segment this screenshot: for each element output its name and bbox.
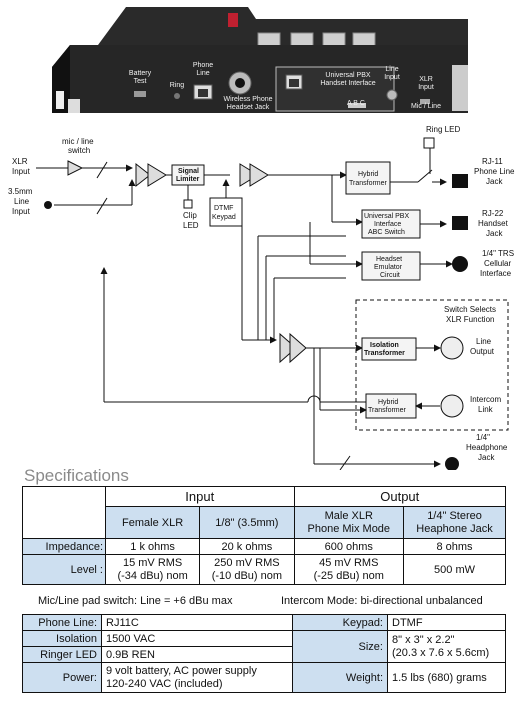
spec-label: Keypad:	[292, 614, 388, 631]
table-cell: 45 mV RMS (-25 dBu) nom	[293, 554, 405, 585]
col-header: Female XLR	[104, 506, 201, 539]
spec-title: Specifications	[24, 466, 129, 485]
spec-value: RJ11C	[101, 614, 293, 631]
spec-value: DTMF	[387, 614, 506, 631]
input-header: Input	[105, 486, 295, 507]
headphone-jack-icon	[445, 457, 459, 470]
spec-general-table: Phone Line: RJ11C Keypad: DTMF Isolation…	[22, 614, 506, 693]
spec-value: 9 volt battery, AC power supply 120-240 …	[101, 662, 293, 693]
spec-io-table: Input Output Female XLR 1/8" (3.5mm) Mal…	[22, 486, 506, 585]
spec-label: Phone Line:	[22, 614, 102, 631]
table-cell: 1 k ohms	[104, 538, 201, 555]
table-cell: 250 mV RMS (-10 dBu) nom	[199, 554, 295, 585]
spec-label: Size:	[292, 630, 388, 663]
line-output-xlr-icon	[440, 336, 464, 360]
output-header: Output	[293, 486, 506, 507]
row-label: Impedance:	[22, 538, 106, 555]
spec-label: Ringer LED	[22, 646, 102, 663]
trs-jack-icon	[452, 256, 468, 272]
device-label-mic-line: Mic / Line	[411, 103, 441, 110]
rj11-jack-icon	[452, 174, 468, 188]
col-header: 1/8" (3.5mm)	[199, 506, 295, 539]
intercom-xlr-icon	[440, 394, 464, 418]
col-header: Male XLR Phone Mix Mode	[293, 506, 405, 539]
spec-label: Weight:	[292, 662, 388, 693]
spec-value: 8" x 3" x 2.2" (20.3 x 7.6 x 5.6cm)	[387, 630, 506, 663]
rj22-jack-icon	[452, 216, 468, 230]
spec-value: 0.9B REN	[101, 646, 293, 663]
dg-ring-led: Ring LED	[426, 125, 460, 134]
device-label-ring: Ring	[170, 82, 185, 89]
device-label-abc: A B C	[347, 100, 365, 107]
spec-value: 1500 VAC	[101, 630, 293, 647]
table-cell: 600 ohms	[293, 538, 405, 555]
table-cell: 8 ohms	[403, 538, 506, 555]
row-label: Level :	[22, 554, 106, 585]
intercom-mode-note: Intercom Mode: bi-directional unbalanced	[281, 595, 483, 607]
line-input-jack-icon	[44, 201, 52, 209]
spec-label: Isolation	[22, 630, 102, 647]
table-cell: 15 mV RMS (-34 dBu) nom	[104, 554, 201, 585]
pad-switch-note: Mic/Line pad switch: Line = +6 dBu max	[38, 595, 233, 607]
table-cell: 500 mW	[403, 554, 506, 585]
col-header: 1/4" Stereo Heaphone Jack	[403, 506, 506, 539]
spec-label: Power:	[22, 662, 102, 693]
spec-value: 1.5 lbs (680) grams	[387, 662, 506, 693]
table-cell: 20 k ohms	[199, 538, 295, 555]
